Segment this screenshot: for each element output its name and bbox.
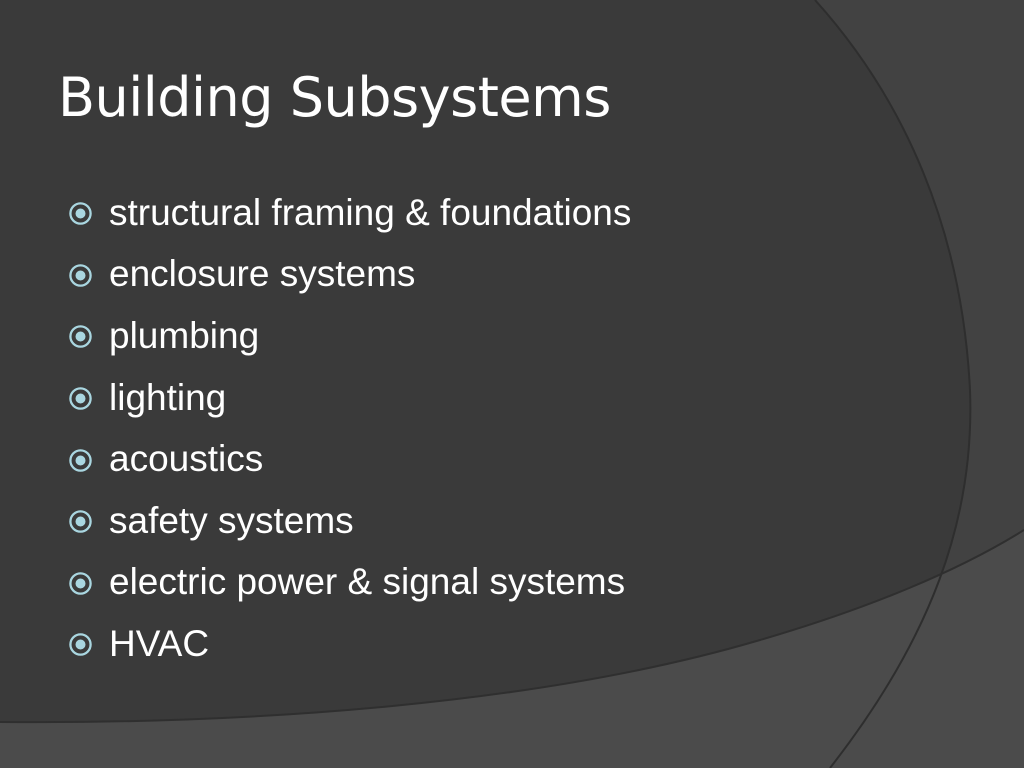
circled-dot-icon — [69, 325, 92, 349]
bullet-item: structural framing & foundations — [68, 182, 631, 244]
right-curve-line — [814, 0, 972, 768]
bullet-label: acoustics — [109, 438, 264, 480]
bullet-item: enclosure systems — [68, 244, 631, 306]
bullet-label: lighting — [109, 376, 227, 418]
bullet-item: plumbing — [68, 305, 631, 367]
circled-dot-icon — [69, 633, 92, 657]
bullet-list: structural framing & foundations enclosu… — [68, 182, 631, 675]
circled-dot-icon — [69, 510, 92, 534]
circled-dot-icon — [69, 202, 92, 226]
bullet-item: safety systems — [68, 490, 631, 552]
bullet-label: plumbing — [109, 314, 260, 356]
circled-dot-icon — [69, 387, 92, 410]
circled-dot-icon — [69, 572, 92, 595]
bullet-label: enclosure systems — [109, 253, 416, 295]
bullet-item: lighting — [68, 367, 631, 429]
bottom-curve-line — [0, 529, 1024, 724]
bottom-swoosh-shape — [0, 530, 1024, 768]
bullet-item: electric power & signal systems — [68, 552, 631, 614]
circled-dot-icon — [69, 448, 92, 472]
slide-title: Building Subsystems — [58, 66, 611, 129]
bullet-item: acoustics — [68, 428, 631, 490]
bullet-label: electric power & signal systems — [109, 561, 626, 603]
circled-dot-icon — [69, 264, 92, 287]
bullet-label: HVAC — [109, 622, 210, 664]
bullet-label: structural framing & foundations — [109, 191, 632, 233]
bullet-item: HVAC — [68, 613, 631, 675]
bullet-label: safety systems — [109, 499, 354, 541]
